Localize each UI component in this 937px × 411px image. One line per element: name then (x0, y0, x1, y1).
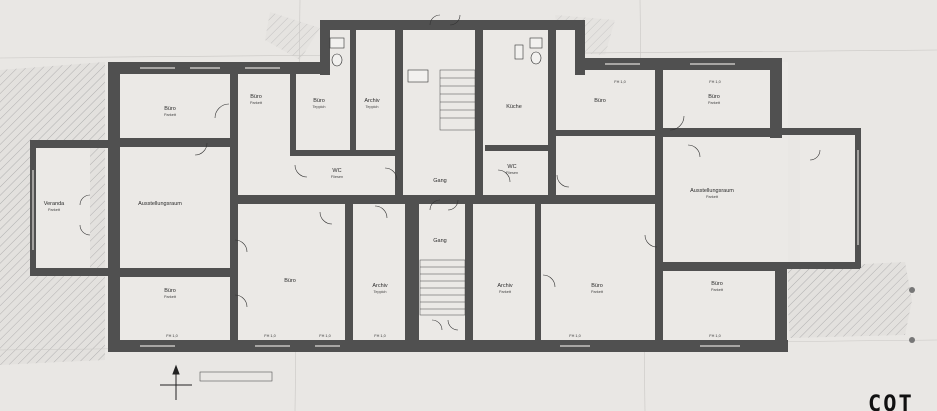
room-buero-top-right-center: Büro (594, 98, 606, 104)
svg-text:Parkett: Parkett (164, 295, 177, 299)
svg-text:WC: WC (332, 168, 341, 174)
svg-text:Parkett: Parkett (164, 113, 177, 117)
svg-text:Büro: Büro (591, 283, 603, 289)
svg-text:Parkett: Parkett (250, 101, 263, 105)
room-labels: Veranda Parkett Büro Parkett Büro Parket… (44, 94, 735, 299)
room-buero-bottom-right: Büro Parkett (711, 281, 724, 292)
svg-text:Büro: Büro (164, 106, 176, 112)
svg-text:Fliesen: Fliesen (331, 175, 343, 179)
svg-text:Büro: Büro (164, 288, 176, 294)
svg-text:FH 1,0: FH 1,0 (374, 334, 385, 338)
svg-text:Teppich: Teppich (312, 105, 325, 109)
room-gang-lower: Gang (433, 238, 446, 244)
svg-text:Teppich: Teppich (373, 290, 386, 294)
room-ausstellungsraum-right: Ausstellungsraum Parkett (690, 188, 734, 199)
room-buero-top-third: Büro Teppich (312, 98, 325, 109)
svg-text:Büro: Büro (284, 278, 296, 284)
room-wc-left: WC Fliesen (331, 168, 343, 179)
svg-text:Archiv: Archiv (497, 283, 513, 289)
svg-text:Archiv: Archiv (364, 98, 380, 104)
svg-text:FH 1,0: FH 1,0 (614, 80, 625, 84)
room-ausstellungsraum-left: Ausstellungsraum (138, 201, 182, 207)
room-buero-top-right: Büro Parkett (708, 94, 721, 105)
svg-text:Parkett: Parkett (706, 195, 719, 199)
room-wc-right: WC Fliesen (506, 164, 518, 175)
svg-text:Büro: Büro (708, 94, 720, 100)
room-archiv-bottom-left: Archiv Teppich (372, 283, 388, 294)
svg-text:Ausstellungsraum: Ausstellungsraum (138, 201, 182, 207)
svg-text:Fliesen: Fliesen (506, 171, 518, 175)
svg-text:Büro: Büro (313, 98, 325, 104)
room-kueche: Küche (506, 104, 522, 110)
svg-text:Parkett: Parkett (591, 290, 604, 294)
svg-text:FH 1,0: FH 1,0 (319, 334, 330, 338)
door-swings (79, 14, 821, 331)
svg-text:Archiv: Archiv (372, 283, 388, 289)
windows (32, 63, 859, 347)
svg-text:Büro: Büro (594, 98, 606, 104)
room-buero-bottom-second: Büro (284, 278, 296, 284)
svg-text:FH 1,0: FH 1,0 (569, 334, 580, 338)
svg-text:Parkett: Parkett (48, 208, 61, 212)
svg-text:FH 1,0: FH 1,0 (264, 334, 275, 338)
svg-text:Büro: Büro (711, 281, 723, 287)
staircase (419, 69, 476, 316)
wc-fixtures (329, 37, 543, 83)
svg-text:FH 1,0: FH 1,0 (709, 80, 720, 84)
compass-cross-icon (160, 364, 192, 400)
room-buero-bottom-center-right: Büro Parkett (591, 283, 604, 294)
room-buero-top-second: Büro Parkett (250, 94, 263, 105)
room-archiv-top: Archiv Teppich (364, 98, 380, 109)
room-archiv-bottom-right: Archiv Parkett (497, 283, 513, 294)
stamp-text: COT (868, 392, 914, 411)
window-tags: FH 1,0 FH 1,0 FH 1,0 FH 1,0 FH 1,0 FH 1,… (166, 80, 720, 338)
svg-text:Parkett: Parkett (499, 290, 512, 294)
room-gang-upper: Gang (433, 178, 446, 184)
room-buero-top-left: Büro Parkett (164, 106, 177, 117)
svg-text:Veranda: Veranda (44, 201, 65, 207)
svg-text:FH 1,0: FH 1,0 (166, 334, 177, 338)
svg-text:Parkett: Parkett (711, 288, 724, 292)
corner-markers (909, 287, 915, 343)
svg-text:Gang: Gang (433, 178, 446, 184)
svg-text:Büro: Büro (250, 94, 262, 100)
svg-text:Ausstellungsraum: Ausstellungsraum (690, 188, 734, 194)
room-buero-bottom-left: Büro Parkett (164, 288, 177, 299)
svg-text:Küche: Küche (506, 104, 522, 110)
scale-note (199, 371, 273, 382)
svg-text:FH 1,0: FH 1,0 (709, 334, 720, 338)
room-veranda-left: Veranda Parkett (44, 201, 65, 212)
svg-text:Parkett: Parkett (708, 101, 721, 105)
svg-text:WC: WC (507, 164, 516, 170)
svg-text:Gang: Gang (433, 238, 446, 244)
svg-text:Teppich: Teppich (365, 105, 378, 109)
